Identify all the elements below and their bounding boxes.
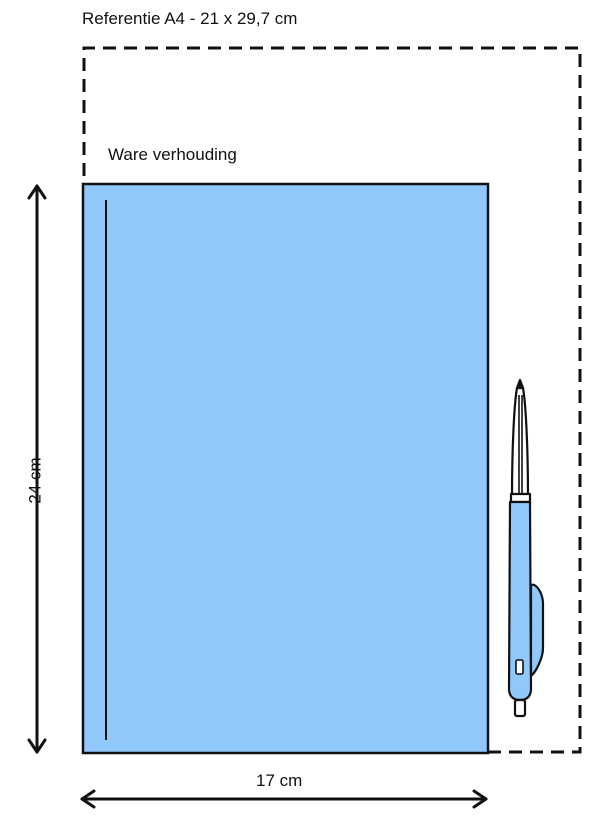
a4-reference-outline — [82, 46, 582, 754]
a4-reference-label: Referentie A4 - 21 x 29,7 cm — [82, 9, 298, 28]
true-ratio-label: Ware verhouding — [108, 145, 237, 164]
notebook — [81, 182, 490, 755]
pen-icon — [507, 378, 545, 718]
width-arrow-icon — [80, 789, 488, 809]
width-dimension-label: 17 cm — [256, 771, 303, 790]
height-arrow-icon — [27, 184, 47, 754]
